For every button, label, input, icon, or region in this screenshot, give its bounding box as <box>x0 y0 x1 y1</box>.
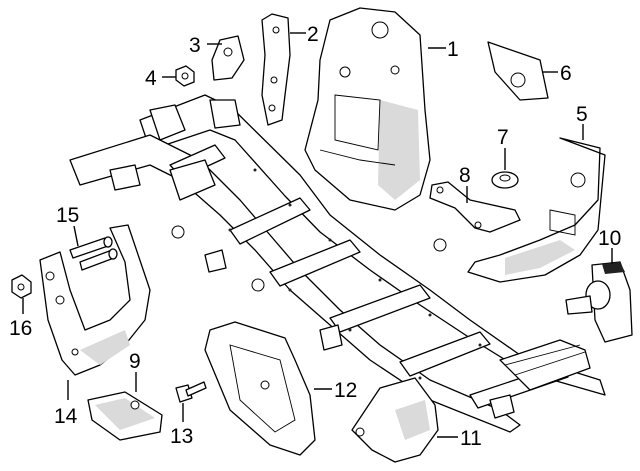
part-12-panel <box>204 321 316 456</box>
part-4-nut <box>175 65 195 87</box>
leader-lines <box>22 32 613 438</box>
callout-5: 5 <box>576 103 588 126</box>
callout-7: 7 <box>497 126 509 149</box>
callout-12: 12 <box>334 379 357 402</box>
callout-9: 9 <box>129 350 141 373</box>
callout-13: 13 <box>170 425 193 448</box>
part-11-bracket <box>351 377 439 463</box>
part-15-studs <box>69 236 118 271</box>
callout-11: 11 <box>460 427 482 450</box>
part-8-strap <box>429 181 521 233</box>
callout-6: 6 <box>560 62 572 85</box>
callout-labels: 1 2 3 4 5 6 7 8 9 10 11 12 13 14 15 16 <box>9 23 621 450</box>
part-3-bracket <box>211 35 245 81</box>
part-9-mount <box>87 391 163 441</box>
part-7-grommet <box>491 171 519 189</box>
callout-14: 14 <box>54 405 78 428</box>
part-16-nut <box>11 274 32 299</box>
frame-assembly <box>69 94 606 433</box>
callout-3: 3 <box>189 34 201 57</box>
part-6-plate <box>487 41 549 101</box>
part-5-bracket <box>467 137 606 283</box>
callout-16: 16 <box>9 317 32 340</box>
callout-8: 8 <box>459 164 471 187</box>
callout-15: 15 <box>56 204 79 227</box>
callout-2: 2 <box>307 23 319 46</box>
part-10-mount <box>565 261 633 343</box>
part-1-shield <box>304 7 431 211</box>
part-2-bracket <box>261 13 291 126</box>
part-13-bolt <box>175 381 207 403</box>
part-14-bracket <box>39 224 151 376</box>
callout-4: 4 <box>145 67 157 90</box>
callout-1: 1 <box>447 38 459 61</box>
callout-10: 10 <box>598 227 621 250</box>
